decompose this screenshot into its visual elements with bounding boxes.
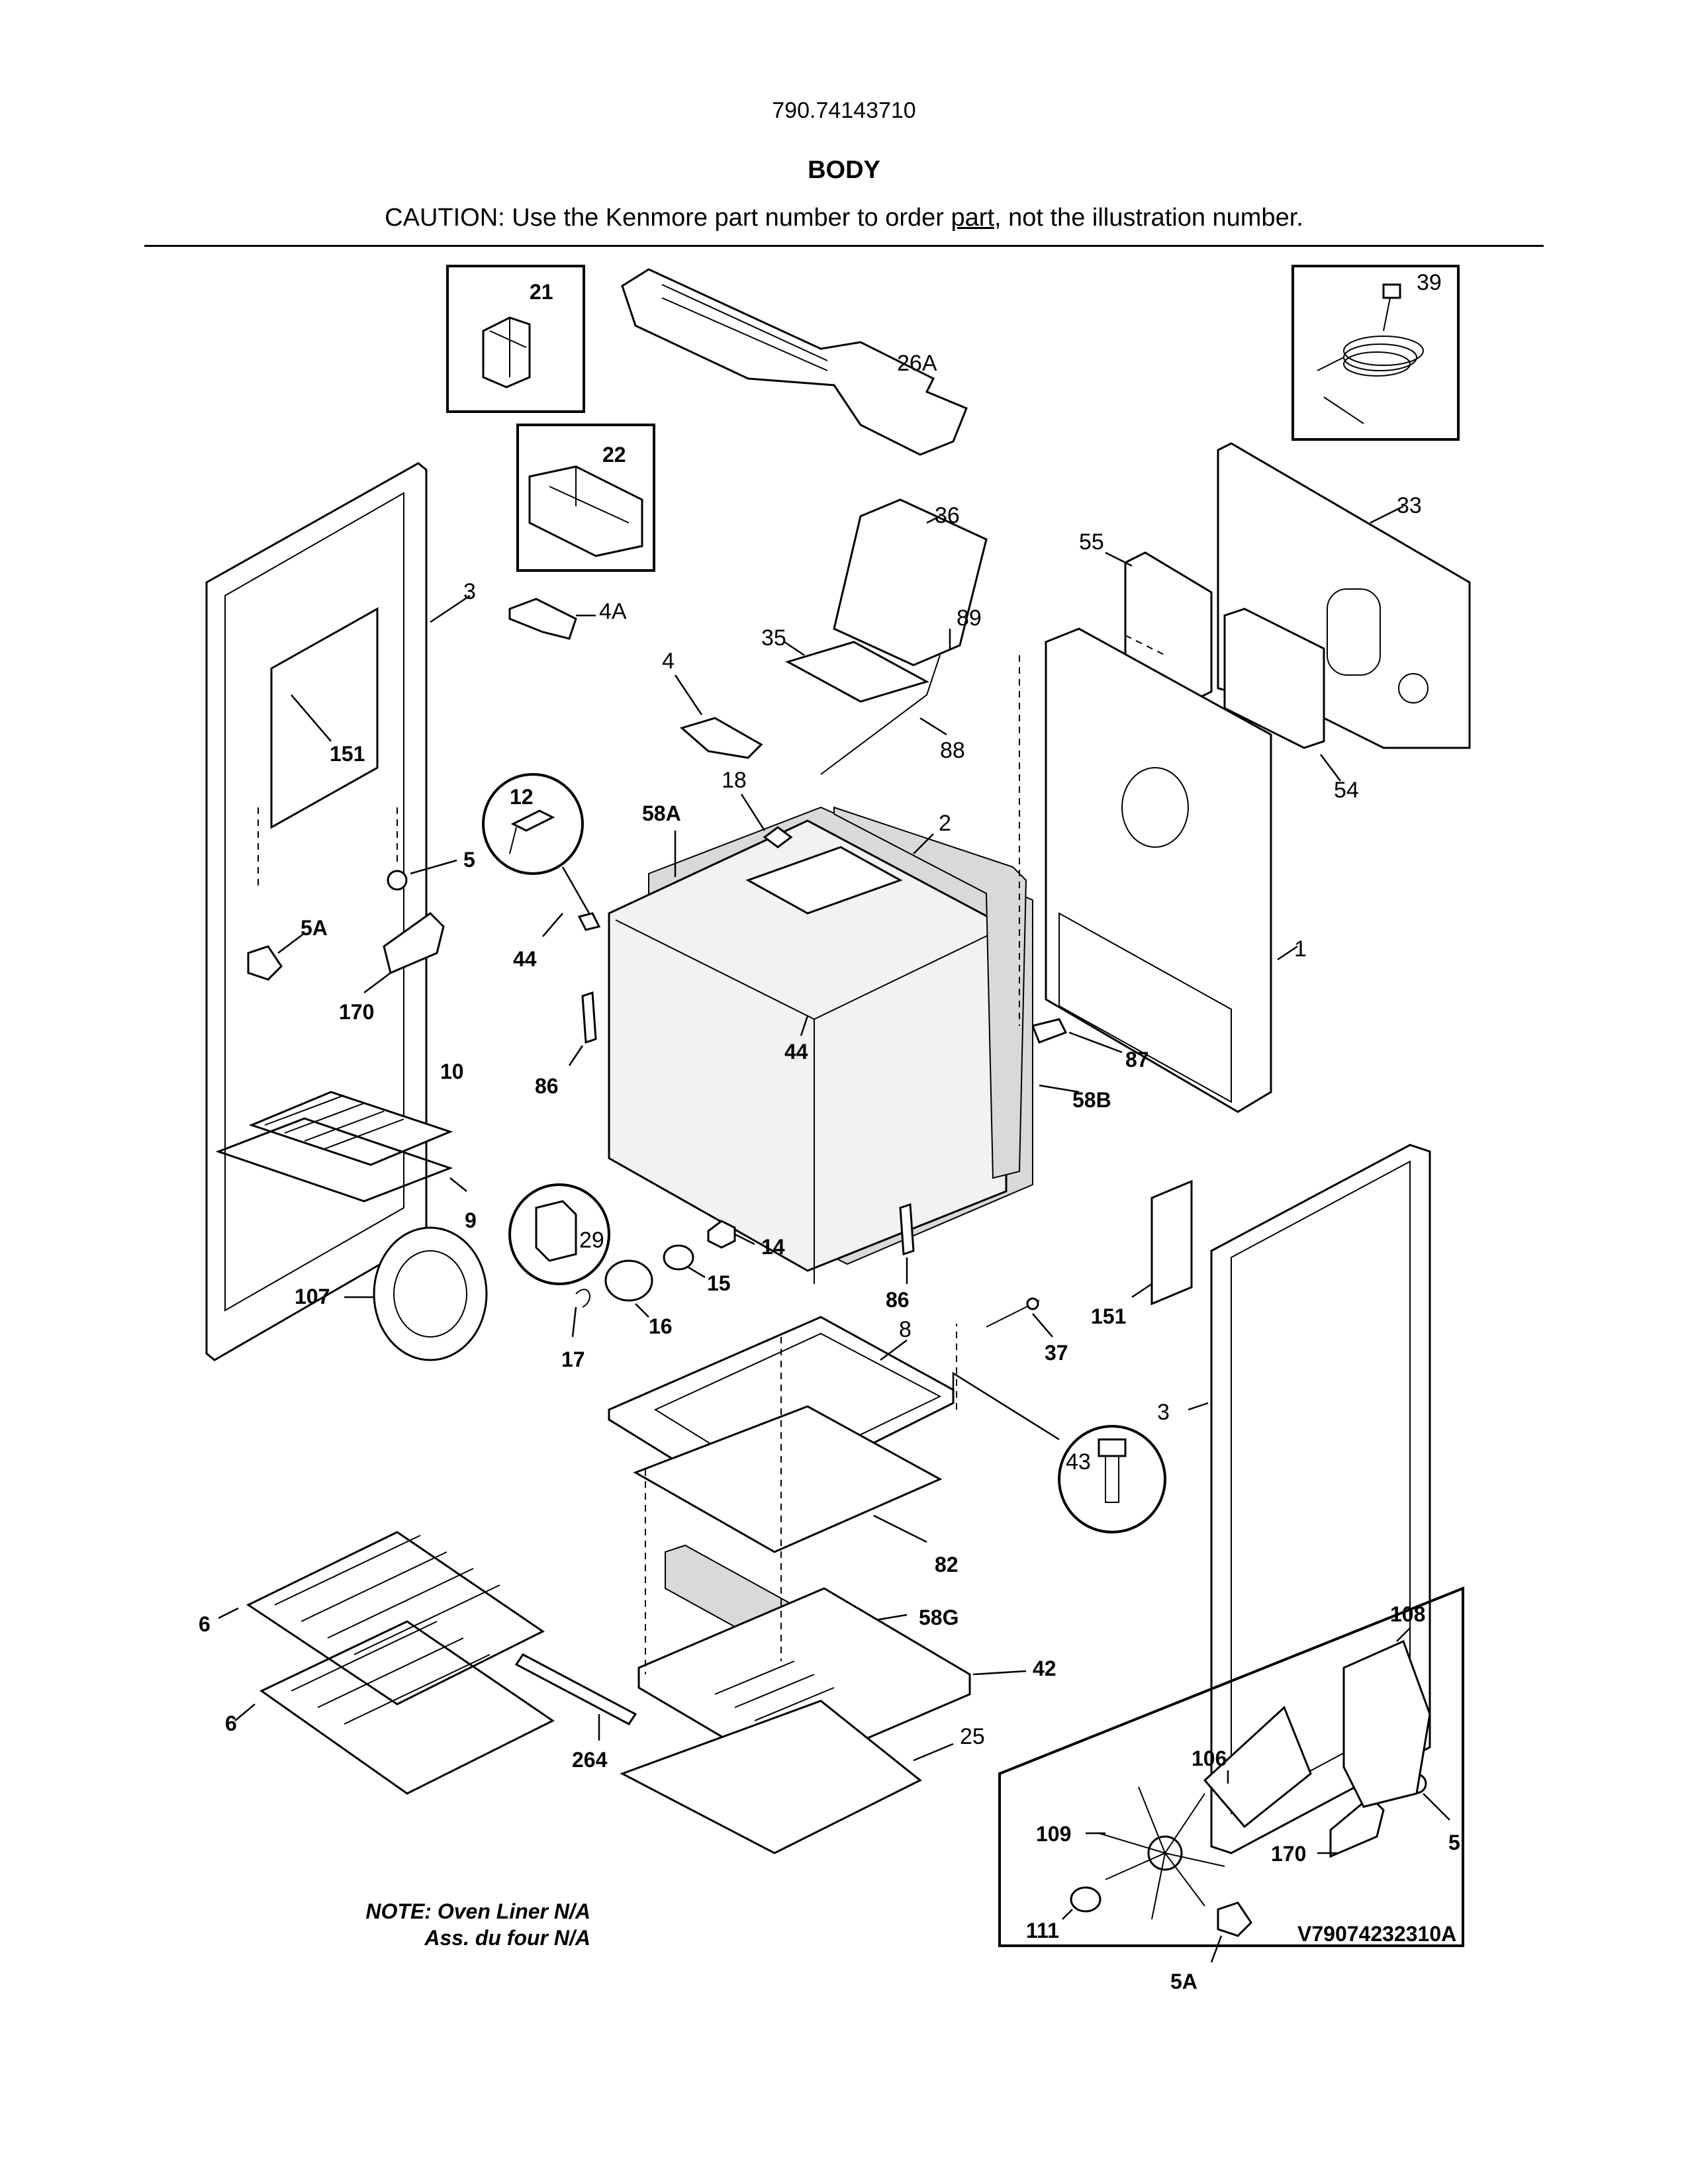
fan-motor-inset: 108 106 109 111 <box>998 1586 1464 1947</box>
callout-107: 107 <box>295 1285 330 1308</box>
callout-6b: 6 <box>225 1711 237 1735</box>
inset-39: 39 <box>1291 265 1460 441</box>
callout-37: 37 <box>1045 1341 1068 1365</box>
callout-43: 43 <box>1066 1449 1091 1475</box>
callout-8: 8 <box>899 1317 912 1342</box>
callout-22: 22 <box>602 443 626 467</box>
callout-12: 12 <box>510 785 534 809</box>
part-86: 86 86 <box>535 991 915 1312</box>
callout-42: 42 <box>1033 1657 1056 1680</box>
callout-86b: 86 <box>886 1288 910 1312</box>
section-title: BODY <box>808 156 880 184</box>
callout-3a: 3 <box>463 579 476 604</box>
callout-2: 2 <box>939 811 951 836</box>
caution-text: CAUTION: Use the Kenmore part number to … <box>0 204 1688 232</box>
callout-5ab: 5A <box>1170 1970 1197 1993</box>
note-line-1: NOTE: Oven Liner N/A <box>365 1899 590 1923</box>
lamp-assembly: 29 14 15 16 17 <box>508 1183 785 1371</box>
callout-4a: 4A <box>599 599 627 624</box>
callout-58g: 58G <box>919 1606 959 1629</box>
part-25: 25 <box>620 1700 985 1854</box>
part-26a-bracket: 26A <box>621 268 968 456</box>
left-hardware: 5 5A 170 <box>247 807 475 1024</box>
callout-111: 111 <box>1026 1919 1059 1942</box>
model-number: 790.74143710 <box>772 98 916 123</box>
callout-5a-left-label: 5A <box>301 916 328 940</box>
callout-10: 10 <box>440 1060 464 1083</box>
part-4: 4 <box>662 649 763 759</box>
callout-86a: 86 <box>535 1074 559 1098</box>
callout-3b: 3 <box>1157 1400 1170 1425</box>
callout-39: 39 <box>1417 270 1442 295</box>
callout-6a: 6 <box>199 1612 211 1636</box>
callout-17: 17 <box>561 1347 585 1371</box>
callout-89: 89 <box>957 606 982 631</box>
callout-26a: 26A <box>897 351 937 376</box>
part-1-rear-frame: 1 <box>1045 627 1307 1113</box>
callout-54: 54 <box>1334 778 1359 803</box>
oven-racks: 6 6 264 <box>199 1531 637 1795</box>
part-3-left-side-panel: 3 151 <box>205 462 476 1361</box>
callout-170-left: 170 <box>339 1000 374 1024</box>
callout-25: 25 <box>960 1724 985 1749</box>
callout-151b: 151 <box>1091 1304 1126 1328</box>
callout-5b: 5 <box>1448 1831 1460 1854</box>
fan-cover-assembly: 10 9 107 <box>215 1060 488 1361</box>
callout-170b: 170 <box>1271 1842 1306 1866</box>
inset-22: 22 <box>516 424 655 572</box>
callout-87: 87 <box>1125 1048 1149 1071</box>
detail-12: 12 44 44 <box>482 773 809 1064</box>
caution-suffix: , not the illustration number. <box>994 204 1303 232</box>
callout-35: 35 <box>761 625 786 651</box>
caution-prefix: CAUTION: Use the Kenmore part number to … <box>385 204 951 232</box>
part-82: 82 <box>633 1405 959 1576</box>
callout-151a: 151 <box>330 742 365 766</box>
callout-106: 106 <box>1192 1747 1227 1770</box>
part-37: 37 <box>986 1297 1068 1365</box>
callout-18: 18 <box>722 768 747 793</box>
inset-21: 21 <box>446 265 585 413</box>
caution-part-link[interactable]: part <box>951 204 994 232</box>
part-42: 42 <box>637 1587 1056 1775</box>
part-54: 54 <box>1223 608 1359 803</box>
part-4a: 4A <box>508 598 627 640</box>
assembly-guides <box>645 635 1166 1674</box>
part-36-35-89-88: 36 35 89 88 <box>761 498 988 775</box>
callout-33: 33 <box>1397 493 1422 518</box>
note-line-2: Ass. du four N/A <box>424 1926 590 1950</box>
callout-264: 264 <box>572 1748 608 1772</box>
callout-109: 109 <box>1036 1822 1071 1846</box>
oven-cavity: 58A 58B 2 18 <box>608 768 1111 1284</box>
header-rule <box>144 245 1544 247</box>
oven-liner-note: NOTE: Oven Liner N/A Ass. du four N/A <box>344 1898 590 1951</box>
callout-36: 36 <box>935 503 960 528</box>
callout-5a-left: 5 <box>463 848 475 872</box>
callout-9: 9 <box>465 1208 477 1232</box>
diagram-code: V79074232310A <box>1297 1922 1457 1946</box>
callout-44a: 44 <box>513 947 537 971</box>
callout-29: 29 <box>579 1228 604 1253</box>
callout-21: 21 <box>530 280 553 304</box>
callout-1: 1 <box>1294 936 1307 962</box>
callout-44b: 44 <box>784 1040 808 1064</box>
callout-108: 108 <box>1390 1602 1425 1626</box>
callout-4: 4 <box>662 649 675 674</box>
callout-82: 82 <box>935 1553 959 1576</box>
part-87: 87 <box>1031 1018 1149 1071</box>
callout-16: 16 <box>649 1314 673 1338</box>
callout-58b: 58B <box>1072 1088 1111 1112</box>
callout-58a: 58A <box>642 801 681 825</box>
callout-55: 55 <box>1079 529 1104 555</box>
callout-15: 15 <box>707 1271 731 1295</box>
callout-14: 14 <box>761 1235 785 1259</box>
detail-43: 43 <box>952 1371 1166 1533</box>
callout-88: 88 <box>940 738 965 763</box>
